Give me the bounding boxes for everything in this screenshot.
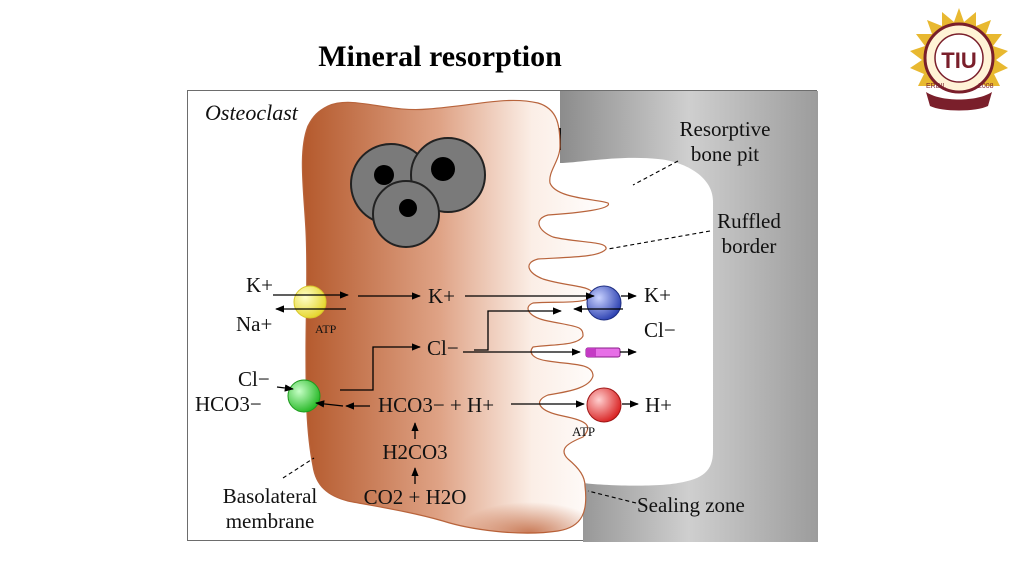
pit-label-line1: Resorptive	[680, 117, 771, 141]
logo-year: 2008	[978, 83, 994, 90]
bone-matrix	[560, 91, 818, 542]
chloride-bicarbonate-exchanger	[287, 379, 321, 413]
ion-na-left: Na+	[236, 312, 272, 336]
pit-label-line2: bone pit	[691, 142, 759, 166]
ion-cl-mid: Cl−	[427, 336, 459, 360]
university-logo: TIU ERBIL 2008	[896, 6, 1022, 114]
pointer-lines	[282, 160, 711, 504]
osteoclast-diagram: Osteoclast Resorptive bone pit Ruffled b…	[187, 90, 818, 542]
atp-right: ATP	[572, 424, 595, 439]
slide-title: Mineral resorption	[318, 40, 562, 73]
nuclei	[350, 137, 486, 248]
ion-cl-right: Cl−	[644, 318, 676, 342]
sealing-zone-label: Sealing zone	[637, 493, 745, 517]
ion-k-left: K+	[246, 273, 273, 297]
ion-k-mid: K+	[428, 284, 455, 308]
ion-cl-left: Cl−	[238, 367, 270, 391]
diagram-canvas: Osteoclast Resorptive bone pit Ruffled b…	[195, 91, 818, 542]
atp-left: ATP	[315, 322, 337, 336]
cell-label: Osteoclast	[205, 100, 299, 125]
logo-book	[926, 92, 992, 111]
ion-hco3-left: HCO3−	[195, 392, 262, 416]
proton-pump	[586, 387, 622, 423]
ruffled-label-line1: Ruffled	[717, 209, 781, 233]
chloride-channel	[585, 347, 621, 358]
logo-name: TIU	[941, 48, 976, 73]
sodium-potassium-pump	[293, 285, 327, 319]
co2-h2o-label: CO2 + H2O	[364, 485, 467, 509]
ruffled-label-line2: border	[722, 234, 777, 258]
logo-city: ERBIL	[926, 83, 946, 90]
transport-arrows	[273, 291, 639, 484]
ion-k-right: K+	[644, 283, 671, 307]
basolateral-label-line1: Basolateral	[223, 484, 318, 508]
basolateral-label-line2: membrane	[226, 509, 315, 533]
ion-h-right: H+	[645, 393, 672, 417]
potassium-channel	[586, 285, 622, 321]
h2co3-label: H2CO3	[382, 440, 447, 464]
ion-hco3-h: HCO3− + H+	[378, 393, 494, 417]
